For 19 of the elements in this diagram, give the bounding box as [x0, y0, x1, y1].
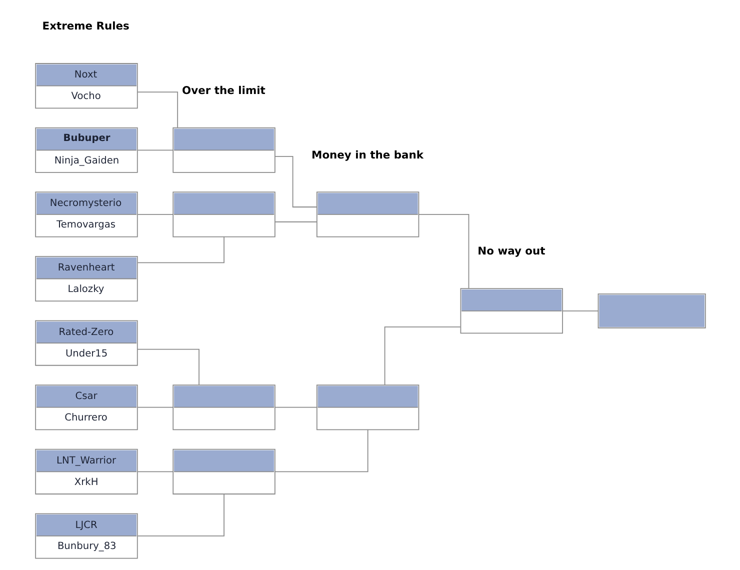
connector [274, 429, 368, 472]
connector [136, 406, 173, 408]
label: Extreme Rules [42, 20, 129, 33]
label: Money in the bank [311, 148, 424, 162]
connector [136, 494, 224, 536]
connector [274, 156, 316, 208]
connector [136, 471, 173, 472]
label: No way out [477, 244, 545, 258]
connector [136, 348, 199, 386]
connector [418, 214, 469, 289]
connector [384, 326, 460, 386]
connector [274, 221, 317, 222]
connector [562, 310, 598, 312]
label: Over the limit [182, 84, 265, 97]
connector [136, 92, 178, 128]
connector [136, 150, 173, 151]
connector [274, 406, 317, 408]
connector [136, 214, 173, 215]
connector [136, 236, 224, 264]
